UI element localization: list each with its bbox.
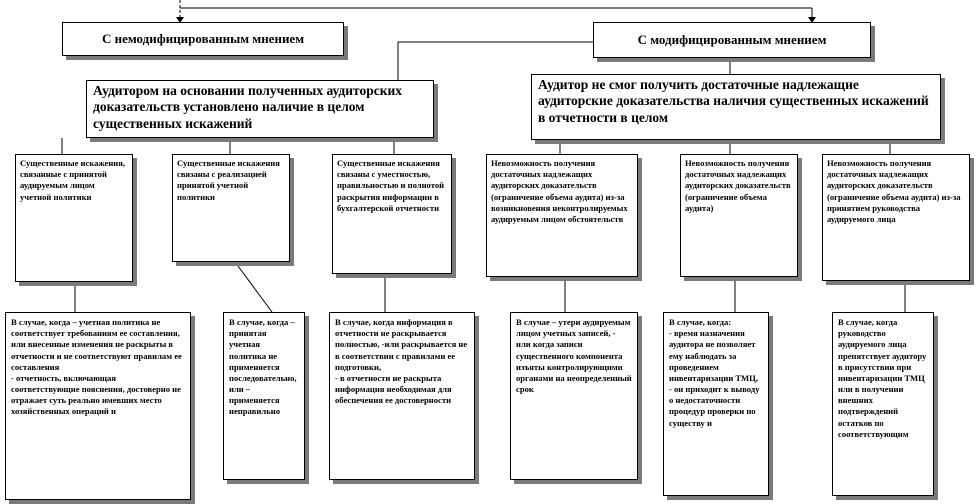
case-text: В случае, когда – принятая учетная полит… xyxy=(229,317,297,417)
unmodified-opinion-text: С немодифицированным мнением xyxy=(101,31,305,47)
material-misstatement-text: Аудитором на основании полученных аудито… xyxy=(93,83,403,131)
case-accounting-policy: В случае, когда – учетная политика не со… xyxy=(5,312,191,500)
case-text: В случае, когда – учетная политика не со… xyxy=(11,317,182,417)
arrow-down-icon xyxy=(176,17,184,23)
insufficient-evidence-box: Аудитор не смог получить достаточные над… xyxy=(531,74,941,140)
case-scope-limitation: В случае, когда: - время назначения ауди… xyxy=(663,312,769,496)
category-uncontrollable-circumstances: Невозможность получения достаточных надл… xyxy=(486,154,638,277)
modified-opinion-text: С модифицированным мнением xyxy=(637,32,827,48)
category-accounting-policy: Существенные искажения, связанные с прин… xyxy=(15,154,133,282)
category-disclosure: Существенные искажения связаны с уместно… xyxy=(332,154,452,274)
category-text: Невозможность получения достаточных надл… xyxy=(685,158,791,213)
case-policy-implementation: В случае, когда – принятая учетная полит… xyxy=(223,312,305,480)
case-text: В случае, когда информация в отчетности … xyxy=(335,317,468,406)
case-disclosure: В случае, когда информация в отчетности … xyxy=(329,312,475,480)
case-text: В случае, когда руководство аудируемого … xyxy=(838,317,927,439)
unmodified-opinion-box: С немодифицированным мнением xyxy=(62,22,344,56)
category-text: Существенные искажения связаны с реализа… xyxy=(177,158,280,202)
case-text: В случае, когда: - время назначения ауди… xyxy=(669,317,760,428)
category-text: Существенные искажения связаны с уместно… xyxy=(337,158,445,213)
case-text: В случае – утери аудируемым лицом учетны… xyxy=(516,317,632,395)
category-policy-implementation: Существенные искажения связаны с реализа… xyxy=(172,154,290,262)
case-uncontrollable-circumstances: В случае – утери аудируемым лицом учетны… xyxy=(510,312,638,480)
arrow-down-icon xyxy=(808,17,816,23)
category-text: Невозможность получения достаточных надл… xyxy=(491,158,628,224)
modified-opinion-box: С модифицированным мнением xyxy=(593,22,871,58)
category-scope-limitation: Невозможность получения достаточных надл… xyxy=(680,154,798,277)
case-management-imposed: В случае, когда руководство аудируемого … xyxy=(832,312,934,496)
material-misstatement-box: Аудитором на основании полученных аудито… xyxy=(86,80,434,138)
category-management-imposed: Невозможность получения достаточных надл… xyxy=(822,154,970,281)
insufficient-evidence-text: Аудитор не смог получить достаточные над… xyxy=(538,77,929,125)
category-text: Существенные искажения, связанные с прин… xyxy=(20,158,126,202)
category-text: Невозможность получения достаточных надл… xyxy=(827,158,961,224)
